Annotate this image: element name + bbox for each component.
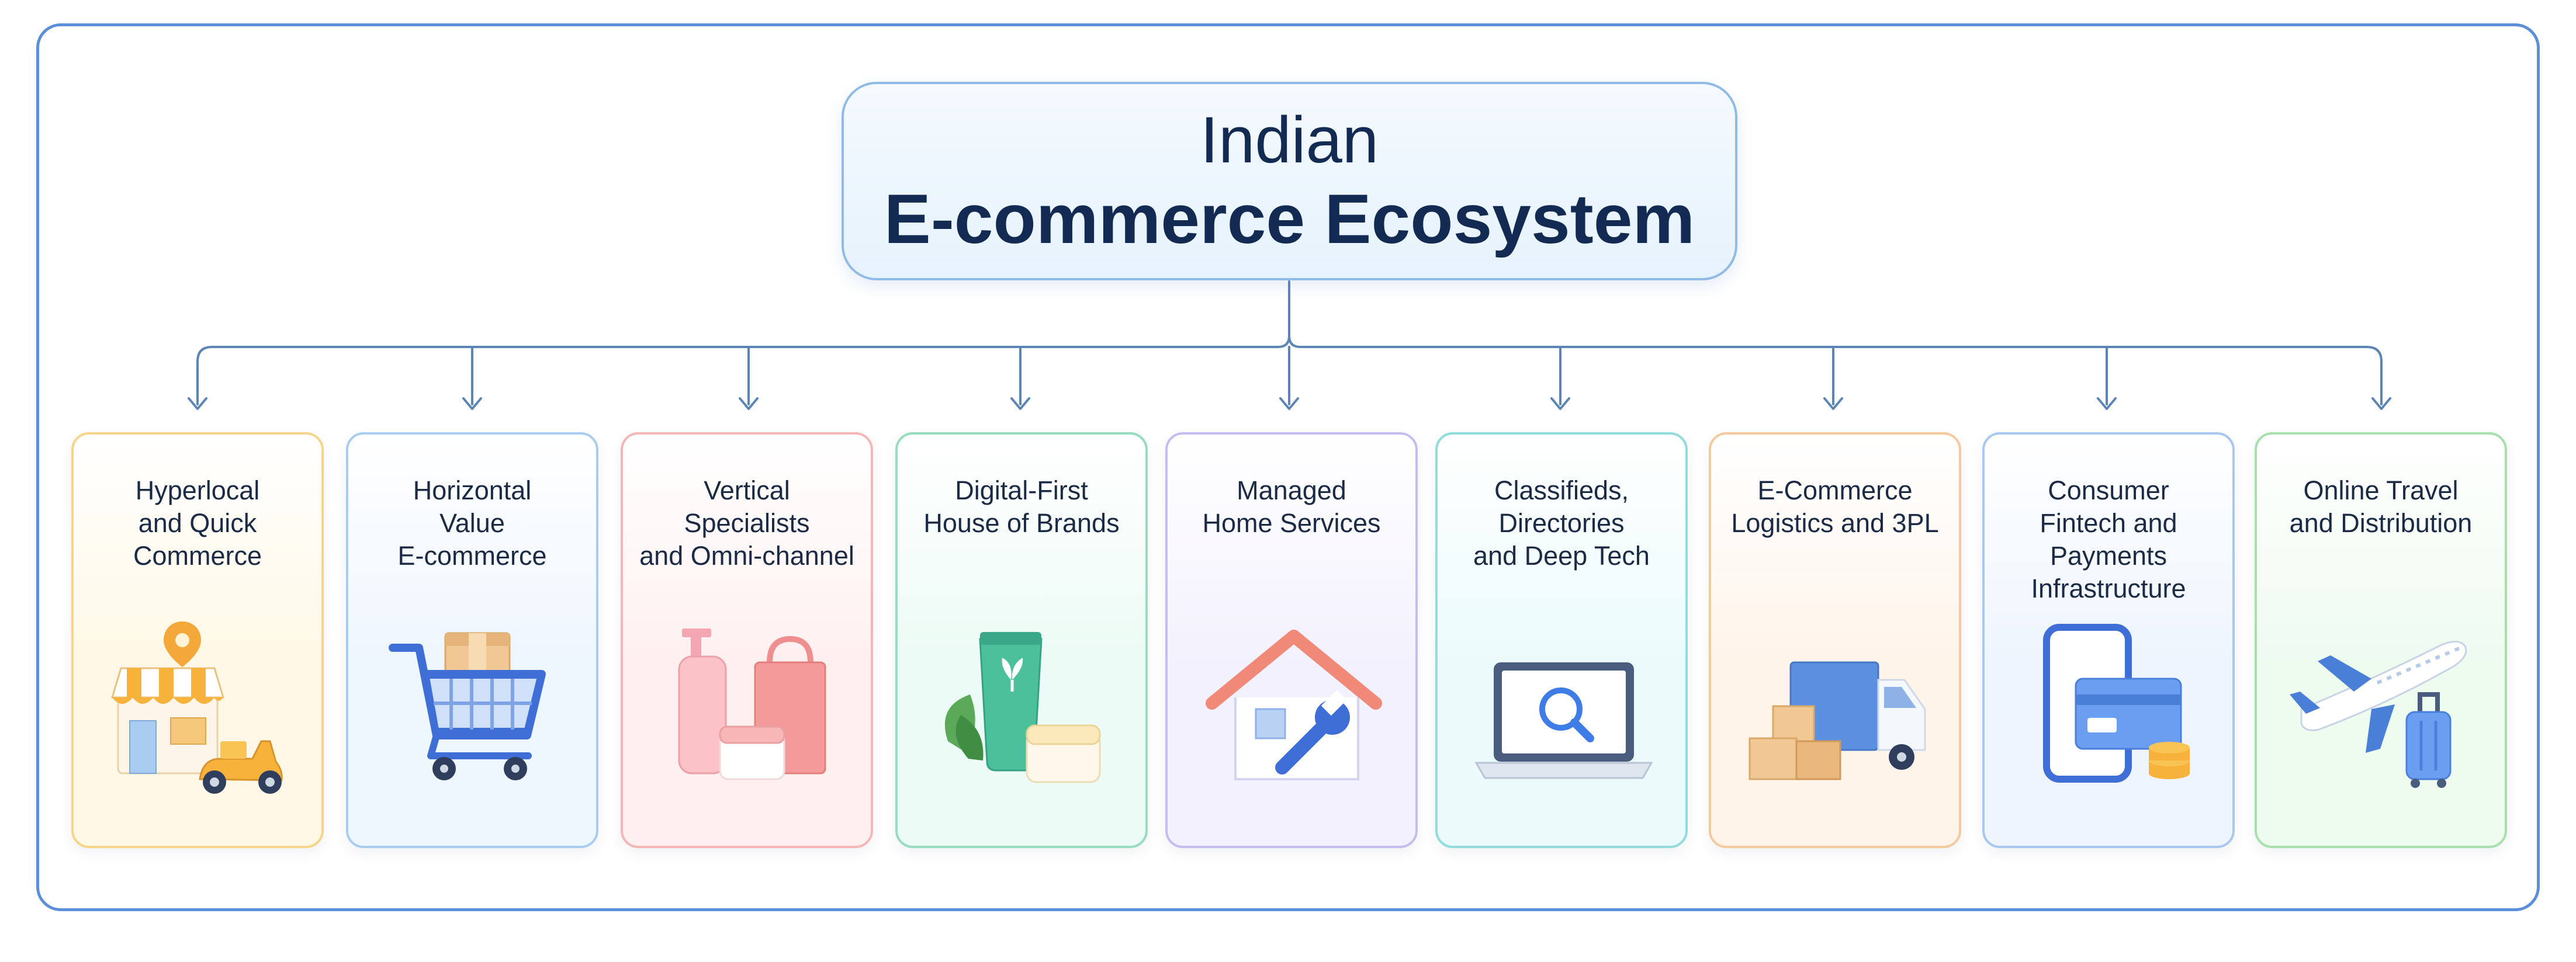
- laptop-search-icon: [1474, 662, 1653, 779]
- category-card-horizontal-value: Horizontal Value E-commerce: [346, 432, 598, 848]
- root-title-line2: E-commerce Ecosystem: [884, 180, 1695, 258]
- root-title-line1: Indian: [1200, 103, 1379, 176]
- category-card-online-travel: Online Travel and Distribution: [2255, 432, 2507, 848]
- category-card-digital-first: Digital-First House of Brands: [895, 432, 1148, 848]
- category-card-hyperlocal: Hyperlocal and Quick Commerce: [71, 432, 324, 848]
- delivery-truck-icon: [1749, 661, 1926, 780]
- category-label: Digital-First House of Brands: [923, 475, 1120, 538]
- category-label: Managed Home Services: [1202, 475, 1381, 538]
- category-card-vertical-specialists: Vertical Specialists and Omni-channel: [621, 432, 873, 848]
- category-label: Consumer Fintech and Payments Infrastruc…: [2031, 475, 2186, 603]
- shopping-cart-icon: [389, 632, 546, 780]
- category-card-fintech: Consumer Fintech and Payments Infrastruc…: [1982, 432, 2235, 848]
- storefront-scooter-icon: [110, 621, 283, 794]
- phone-card-coins-icon: [2043, 624, 2190, 783]
- airplane-luggage-icon: [2290, 641, 2467, 788]
- category-card-managed-home-services: Managed Home Services: [1165, 432, 1418, 848]
- category-label: Vertical Specialists and Omni-channel: [639, 475, 854, 571]
- skincare-tube-icon: [944, 632, 1101, 783]
- house-wrench-icon: [1206, 630, 1382, 780]
- category-label: E-Commerce Logistics and 3PL: [1731, 475, 1939, 538]
- category-label: Online Travel and Distribution: [2289, 475, 2473, 538]
- category-label: Hyperlocal and Quick Commerce: [133, 475, 262, 571]
- root-node: Indian E-commerce Ecosystem: [842, 82, 1737, 280]
- category-label: Classifieds, Directories and Deep Tech: [1473, 475, 1650, 571]
- category-card-logistics: E-Commerce Logistics and 3PL: [1709, 432, 1961, 848]
- category-label: Horizontal Value E-commerce: [397, 475, 547, 571]
- cosmetics-bag-icon: [678, 628, 826, 780]
- category-card-classifieds: Classifieds, Directories and Deep Tech: [1435, 432, 1688, 848]
